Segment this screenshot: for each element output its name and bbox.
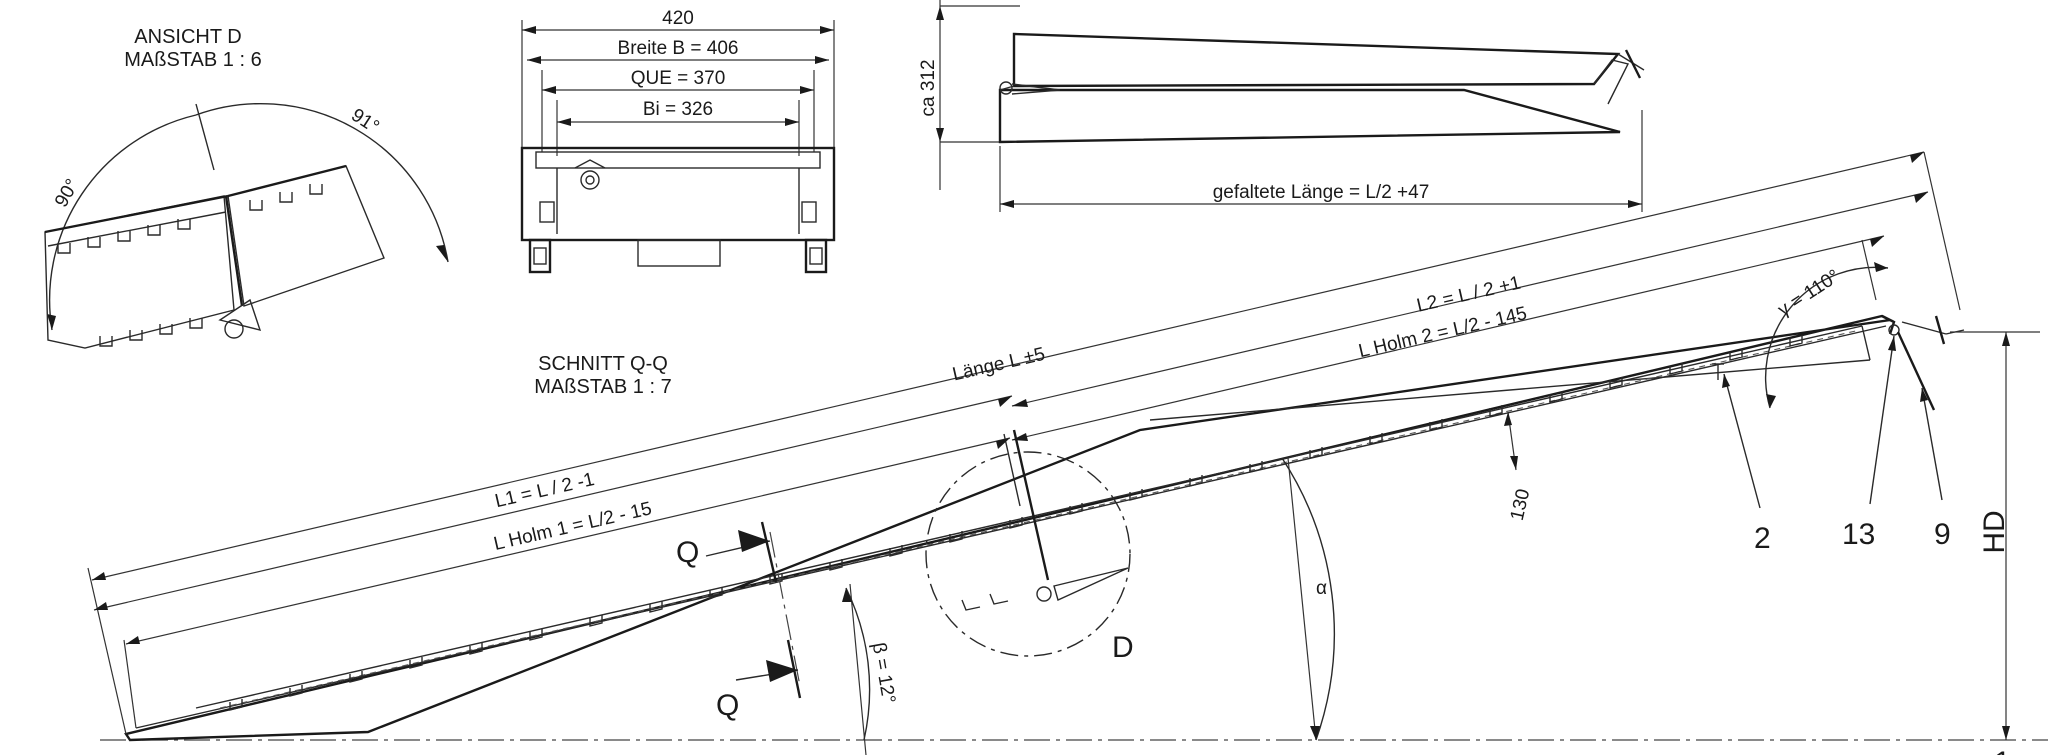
dim-l-holm2: L Holm 2 = L/2 - 145 [1357,303,1529,362]
angle-gamma: γ = 110° [1774,266,1843,321]
callout-q-bottom: Q [716,689,739,722]
callout-q-top: Q [676,536,699,569]
leader-2 [1723,373,1761,509]
dim-breite-b: Breite B = 406 [618,38,739,59]
angle-gamma-arc [1764,266,1889,409]
angle-alpha-arc [1281,457,1335,741]
dim-l-holm1-line [125,437,1011,645]
detail-circle-d [925,451,1131,657]
dim-hd: HD [1978,510,2011,553]
section-underplate [637,239,721,267]
dim-length-l: Länge L ±5 [950,344,1047,386]
dim-que: QUE = 370 [631,68,726,89]
ramp-teeth-row [219,329,1861,709]
callout-1: 1 [1994,746,2011,755]
support-leg-9 [1896,331,1936,411]
angle-90-label: 90° [51,176,84,211]
angle-beta: β = 12° [868,641,899,705]
detail-view-scale: MAßSTAB 1 : 6 [124,49,261,71]
detail-hinge-pin [224,319,244,339]
callout-9: 9 [1934,518,1951,551]
section-view-qq: 420 Breite B = 406 QUE = 370 Bi = 326 SC… [520,8,836,398]
section-profile [520,146,836,242]
dim-l1-line [93,395,1013,611]
dim-folded-length: gefaltete Länge = L/2 +47 [1213,182,1430,203]
leader-13 [1869,335,1895,505]
callout-13: 13 [1842,518,1875,551]
callout-2: 2 [1754,522,1771,555]
middle-hinge-post [1012,429,1050,581]
dim-l-holm2-line [1011,235,1885,441]
dim-length-l-line [91,151,1925,581]
dim-bi: Bi = 326 [643,99,713,120]
angle-alpha: α [1316,578,1327,599]
detail-left-segment [44,195,235,349]
dim-ca312: ca 312 [918,59,939,116]
detail-right-segment [227,165,385,307]
dim-l1: L1 = L / 2 -1 [493,469,596,512]
folded-view: ca 312 gefaltete Länge = L/2 +47 [918,0,1645,212]
section-view-scale: MAßSTAB 1 : 7 [534,376,671,398]
ramp-lip [1881,314,1896,335]
angle-91-label: 91° [347,105,383,138]
folded-lower-leaf [998,88,1621,144]
angle-arc-90 [48,114,197,331]
angle-arc-91 [195,102,449,263]
dim-420: 420 [662,8,694,29]
dim-130: 130 [1507,487,1535,523]
dim-l2-line [1011,191,1929,407]
section-view-title: SCHNITT Q-Q [538,353,668,375]
main-ramp-view: D Q Q Länge L ±5 L1 = L / 2 -1 L Holm 1 … [87,151,2048,755]
section-cut-line [769,531,801,687]
detail-view-d: ANSICHT D MAßSTAB 1 : 6 91° 90° [44,26,449,349]
callout-d: D [1112,631,1134,664]
section-foot-left [528,238,552,274]
leader-9 [1921,387,1943,501]
folded-upper-leaf [1012,32,1621,88]
ramp-deck-line [135,325,1887,729]
angle-beta-arc [845,587,871,741]
detail-view-title: ANSICHT D [134,26,241,48]
section-foot-right [804,238,828,274]
folded-hinge [999,81,1013,95]
hinge-pin-13 [1888,324,1900,336]
